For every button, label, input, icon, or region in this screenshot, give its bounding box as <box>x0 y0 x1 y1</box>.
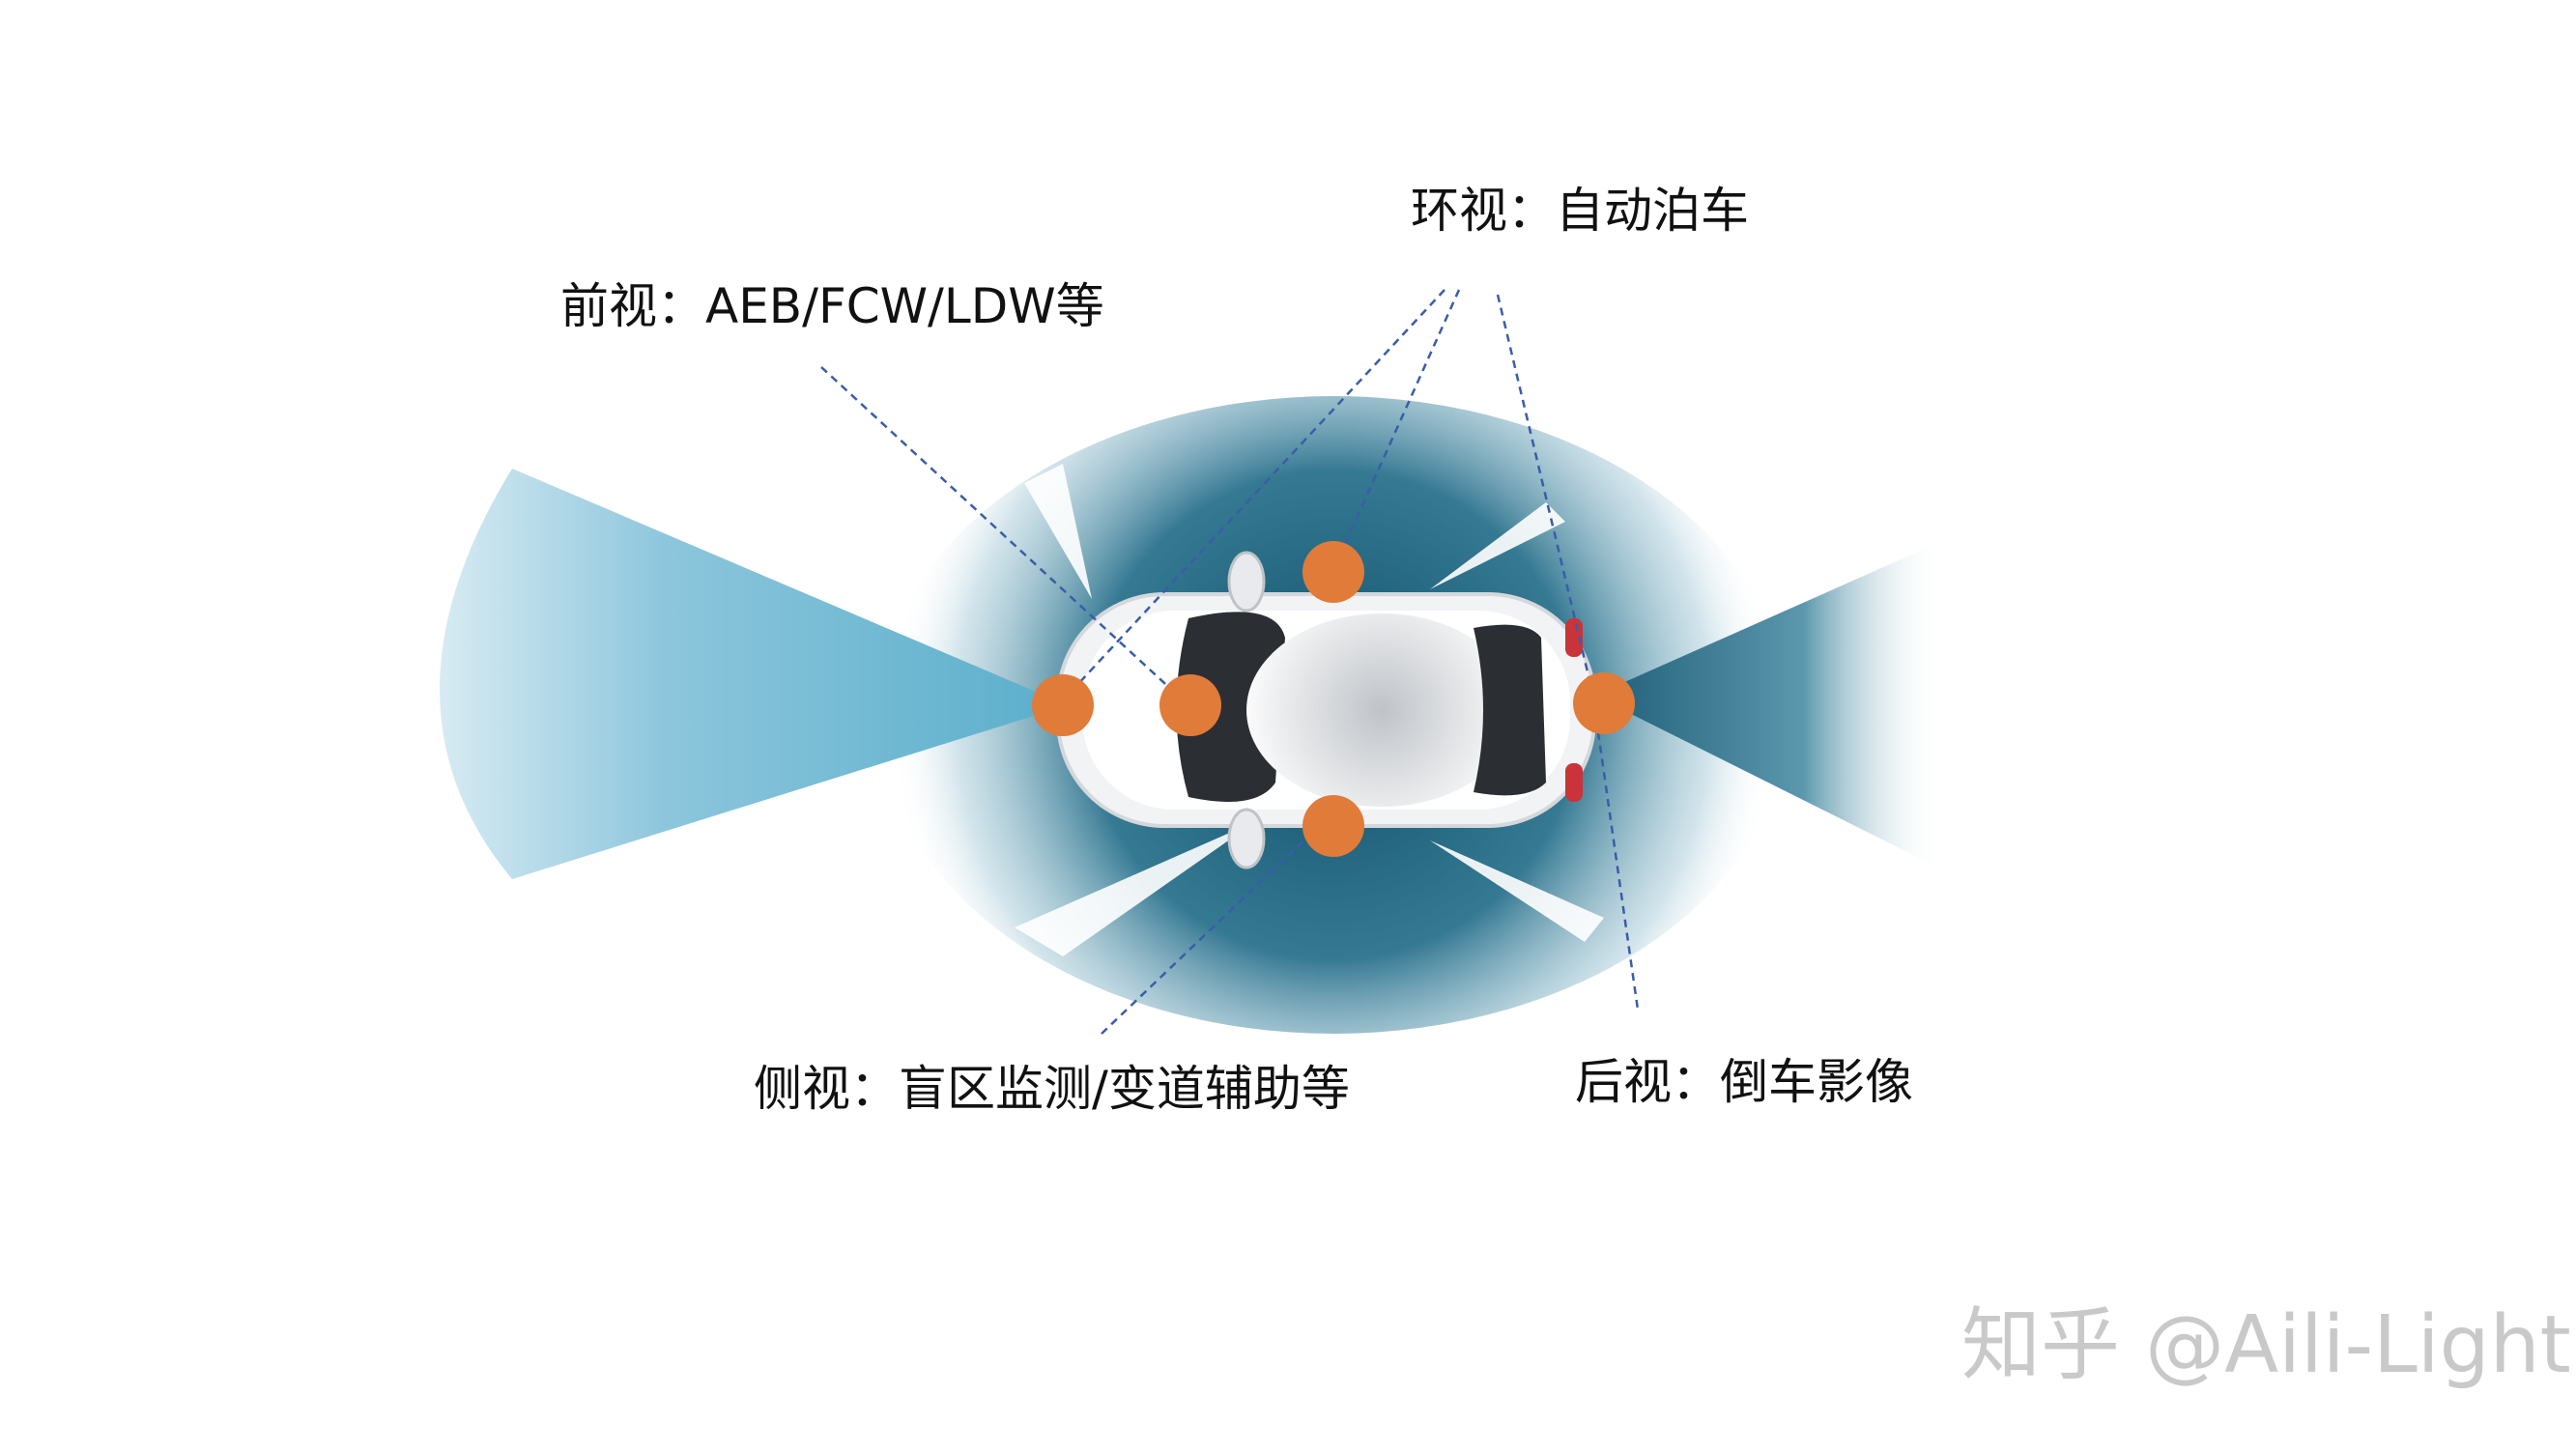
front-camera-beam <box>440 469 1068 879</box>
side-beam-bottom-left <box>1015 821 1256 956</box>
front-view-label: 前视：AEB/FCW/LDW等 <box>560 278 1104 334</box>
camera-dot-rear <box>1573 672 1635 734</box>
side-view-label: 侧视：盲区监测/变道辅助等 <box>754 1061 1350 1117</box>
leader-lines <box>820 289 1640 1035</box>
leader-line-side <box>1101 825 1320 1035</box>
side-beam-top-right <box>1430 502 1565 589</box>
leader-line-surround-to-top <box>1331 289 1461 571</box>
camera-dot-left-mirror <box>1302 541 1364 603</box>
watermark: 知乎 @Aili-Light <box>1961 1299 2571 1391</box>
rear-view-label: 后视：倒车影像 <box>1575 1054 1913 1110</box>
side-beam-top-left <box>1024 464 1092 599</box>
surround-view-label: 环视：自动泊车 <box>1411 183 1749 239</box>
rear-camera-beam <box>1594 541 1957 869</box>
side-beam-bottom-right <box>1430 840 1604 942</box>
leader-line-front <box>820 366 1189 706</box>
car-top-view <box>1056 551 1596 869</box>
camera-dot-front-bumper <box>1032 674 1094 736</box>
leader-line-surround-to-front <box>1062 289 1445 701</box>
camera-dot-windshield <box>1159 674 1221 736</box>
leader-line-rear <box>1592 704 1640 1011</box>
camera-dot-right-mirror <box>1302 795 1364 857</box>
leader-line-surround-to-rear <box>1496 294 1596 701</box>
